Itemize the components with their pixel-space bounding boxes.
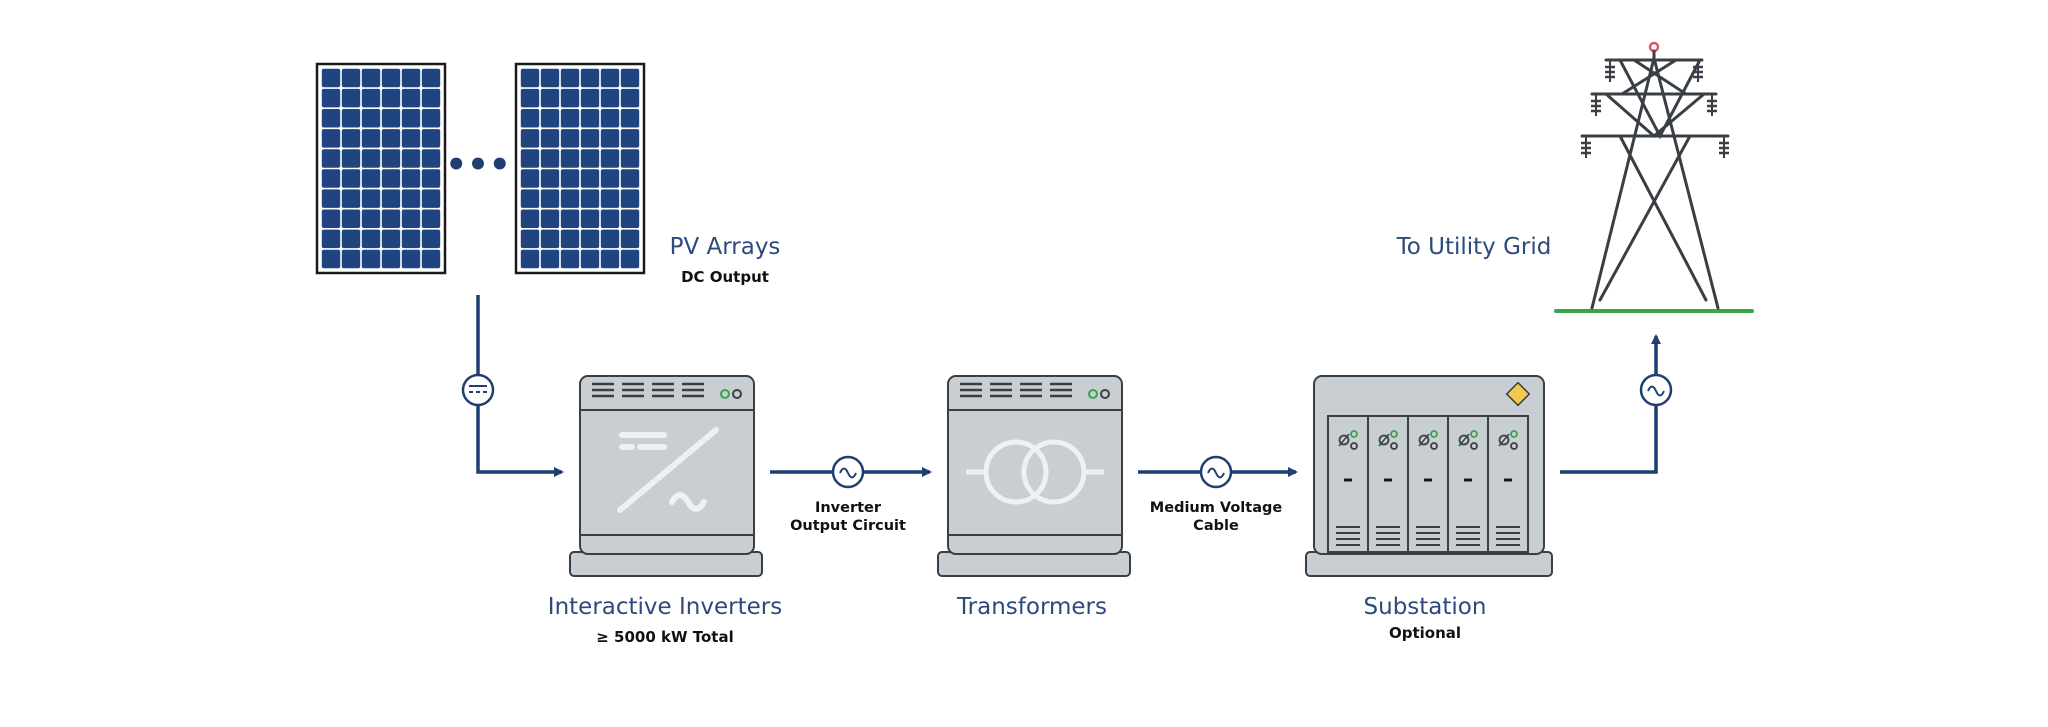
status-light-icon xyxy=(732,389,742,399)
indicator-light-icon xyxy=(1390,442,1398,450)
grid-connection-line xyxy=(1560,334,1661,474)
warning-sign-icon xyxy=(1505,381,1531,407)
pv-panel-left xyxy=(315,62,447,275)
dc-connection-line xyxy=(476,295,564,477)
breaker-icon xyxy=(1458,434,1470,446)
transformer-vent-icon xyxy=(960,382,1072,398)
dc-symbol-icon xyxy=(461,373,495,407)
indicator-light-icon xyxy=(1510,430,1518,438)
pv-arrays-title: PV Arrays xyxy=(669,234,781,260)
inverters-title: Interactive Inverters xyxy=(547,594,783,620)
transmission-tower-icon xyxy=(1554,41,1754,313)
switchgear-bay xyxy=(1447,416,1480,552)
mv-cable-label-line2: Cable xyxy=(1193,518,1239,534)
inverter-vent-icon xyxy=(592,382,704,398)
indicator-light-icon xyxy=(1470,442,1478,450)
transformer-coils-icon xyxy=(966,439,1104,505)
utility-grid-title: To Utility Grid xyxy=(1396,234,1552,260)
breaker-icon xyxy=(1498,434,1510,446)
indicator-light-icon xyxy=(1510,442,1518,450)
switchgear-bays xyxy=(1336,416,1520,552)
transformers-title: Transformers xyxy=(957,594,1107,620)
transformer-cabinet xyxy=(937,375,1131,577)
inverter-output-label-line2: Output Circuit xyxy=(790,518,906,534)
indicator-light-icon xyxy=(1430,442,1438,450)
status-light-icon xyxy=(1088,389,1098,399)
switchgear-bay xyxy=(1367,416,1400,552)
switchgear-bay xyxy=(1407,416,1440,552)
insulator-icon xyxy=(1591,94,1601,116)
indicator-light-icon xyxy=(1350,442,1358,450)
indicator-light-icon xyxy=(1390,430,1398,438)
ac-sine-icon xyxy=(831,455,865,489)
pv-panel-right xyxy=(514,62,646,275)
ac-sine-icon xyxy=(1639,373,1673,407)
insulator-icon xyxy=(1707,94,1717,116)
breaker-icon xyxy=(1338,434,1350,446)
dc-ac-conversion-icon xyxy=(617,427,719,513)
mv-cable-label: Medium Voltage Cable xyxy=(1150,499,1282,535)
substation-subtitle: Optional xyxy=(1388,624,1462,642)
insulator-icon xyxy=(1605,60,1615,82)
insulator-icon xyxy=(1719,136,1729,158)
breaker-icon xyxy=(1418,434,1430,446)
indicator-light-icon xyxy=(1350,430,1358,438)
status-light-icon xyxy=(720,389,730,399)
inverter-output-label: Inverter Output Circuit xyxy=(790,499,906,535)
pv-ellipsis: ••• xyxy=(445,145,510,185)
inverter-cabinet xyxy=(569,375,763,577)
insulator-icon xyxy=(1693,60,1703,82)
status-light-icon xyxy=(1100,389,1110,399)
switchgear-bay xyxy=(1336,430,1360,546)
inverter-output-label-line1: Inverter xyxy=(814,500,882,516)
breaker-icon xyxy=(1378,434,1390,446)
mv-cable-label-line1: Medium Voltage xyxy=(1149,500,1283,516)
substation-title: Substation xyxy=(1363,594,1487,620)
switchgear-bay xyxy=(1487,416,1520,552)
indicator-light-icon xyxy=(1430,430,1438,438)
insulator-icon xyxy=(1581,136,1591,158)
insulator-icons xyxy=(1581,60,1729,158)
substation-switchgear xyxy=(1305,375,1553,577)
indicator-light-icon xyxy=(1470,430,1478,438)
inverters-subtitle: ≥ 5000 kW Total xyxy=(596,628,734,646)
pv-arrays-subtitle: DC Output xyxy=(681,268,769,286)
ac-sine-icon xyxy=(1199,455,1233,489)
